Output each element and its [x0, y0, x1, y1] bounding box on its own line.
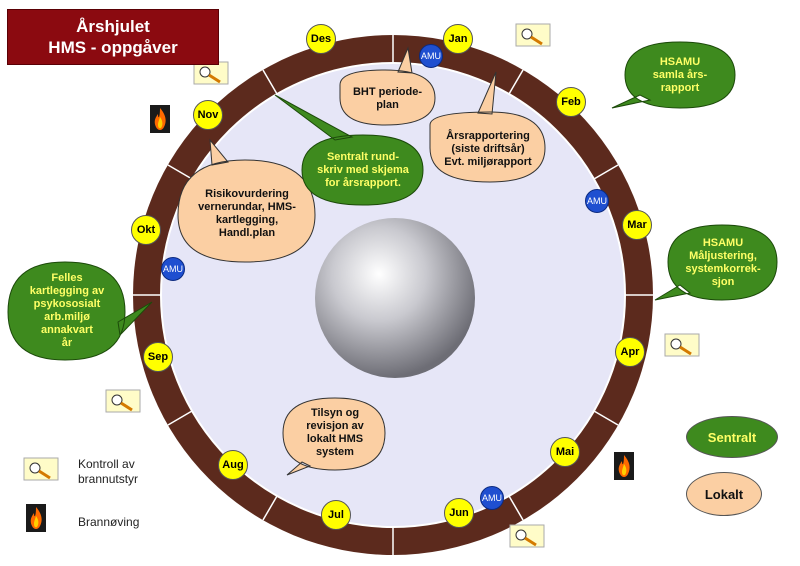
amu-marker-okt: AMU [161, 257, 185, 281]
felles-line2: kartlegging av [29, 285, 105, 297]
bubble-felles [7, 261, 153, 361]
bubble-risiko [177, 138, 316, 263]
magnifier-icons [23, 23, 700, 548]
risiko-line4: Handl.plan [218, 227, 276, 239]
bht-line1: BHT periode- [352, 86, 423, 98]
month-mar: Mar [622, 210, 652, 240]
bubble-tilsyn [282, 397, 386, 476]
hsamu-samla-line2: samla års- [652, 68, 708, 81]
arsrapport-line1: Årsrapportering [446, 129, 530, 142]
bubble-hsamu-samla-text: HSAMU samla års- rapport [627, 50, 733, 100]
rundskriv-line2: skriv med skjema [317, 163, 409, 176]
bubble-arsrapport [429, 71, 546, 183]
legend-brannoving: Brannøving [78, 515, 140, 529]
month-jun: Jun [444, 498, 474, 528]
fire-icons [26, 105, 634, 532]
bubble-bht-text: BHT periode- plan [340, 84, 435, 114]
month-aug: Aug [218, 450, 248, 480]
tilsyn-line2: revisjon av [306, 420, 364, 432]
hsamu-samla-line3: rapport [660, 81, 700, 94]
felles-line4: arb.miljø [44, 311, 90, 323]
bht-line2: plan [376, 99, 399, 111]
bubble-arsrapport-text: Årsrapportering (siste driftsår) Evt. mi… [432, 124, 544, 174]
tilsyn-line3: lokalt HMS [306, 433, 364, 445]
bubble-risiko-text: Risikovurdering vernerundar, HMS- kartle… [180, 182, 314, 246]
arsrapport-line2: (siste driftsår) [451, 142, 525, 155]
bubble-felles-text: Felles kartlegging av psykososialt arb.m… [10, 267, 124, 355]
hsamu-samla-line1: HSAMU [659, 55, 701, 68]
amu-marker-jan: AMU [419, 44, 443, 68]
arsrapport-line3: Evt. miljørapport [444, 155, 532, 168]
legend-sentralt: Sentralt [686, 416, 778, 458]
center-sphere [315, 218, 475, 378]
bubble-hsamu-mal-text: HSAMU Måljustering, systemkorrek- sjon [670, 233, 776, 293]
legend-kontroll: Kontroll av brannutstyr [78, 457, 138, 487]
felles-line5: annakvart [41, 324, 93, 336]
risiko-line2: vernerundar, HMS- [198, 201, 296, 213]
amu-marker-mar: AMU [585, 189, 609, 213]
month-mai: Mai [550, 437, 580, 467]
legend-kontroll-line2: brannutstyr [78, 472, 139, 486]
month-apr: Apr [615, 337, 645, 367]
month-sep: Sep [143, 342, 173, 372]
legend-lokalt: Lokalt [686, 472, 762, 516]
bubble-tilsyn-text: Tilsyn og revisjon av lokalt HMS system [285, 403, 385, 463]
bubble-bht [339, 46, 436, 126]
felles-line3: psykososialt [33, 298, 101, 310]
tilsyn-line4: system [316, 446, 354, 458]
bubble-sentralt-rundskriv [274, 94, 424, 206]
hsamu-mal-line2: Måljustering, [689, 250, 757, 262]
rundskriv-line1: Sentralt rund- [326, 150, 400, 163]
title-line2: HMS - oppgåver [48, 38, 178, 57]
rundskriv-line3: for årsrapport. [325, 176, 401, 189]
bubble-hsamu-samla [611, 41, 736, 109]
month-jul: Jul [321, 500, 351, 530]
month-jan: Jan [443, 24, 473, 54]
hsamu-mal-line1: HSAMU [702, 237, 744, 249]
month-des: Des [306, 24, 336, 54]
amu-marker-jun: AMU [480, 486, 504, 510]
bubble-hsamu-mal [654, 224, 778, 301]
month-nov: Nov [193, 100, 223, 130]
title-box: Årshjulet HMS - oppgåver [7, 9, 219, 65]
bubble-sentralt-rundskriv-text: Sentralt rund- skriv med skjema for årsr… [304, 145, 422, 195]
legend-kontroll-line1: Kontroll av [78, 457, 135, 471]
risiko-line3: kartlegging, [215, 214, 279, 226]
felles-line6: år [61, 337, 73, 349]
month-okt: Okt [131, 215, 161, 245]
hsamu-mal-line4: sjon [711, 276, 735, 288]
title-line1: Årshjulet [76, 17, 150, 36]
month-feb: Feb [556, 87, 586, 117]
risiko-line1: Risikovurdering [205, 188, 289, 200]
felles-line1: Felles [51, 272, 83, 284]
hsamu-mal-line3: systemkorrek- [685, 263, 761, 275]
tilsyn-line1: Tilsyn og [310, 407, 360, 419]
